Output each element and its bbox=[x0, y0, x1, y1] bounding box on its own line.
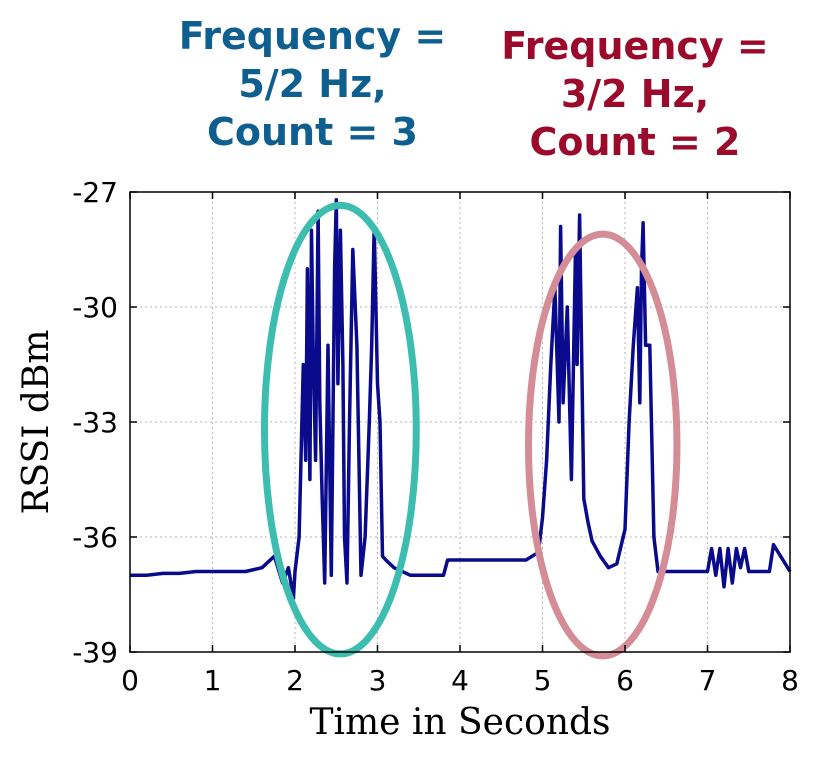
series-layer bbox=[130, 197, 792, 601]
y-tick-label: -30 bbox=[72, 291, 118, 324]
annotation-right: Frequency = 3/2 Hz, Count = 2 bbox=[485, 22, 785, 166]
annotation-right-line-2: 3/2 Hz, bbox=[560, 72, 710, 116]
x-tick-label: 6 bbox=[616, 664, 634, 697]
y-tick-label: -27 bbox=[72, 176, 118, 209]
x-tick-label: 3 bbox=[369, 664, 387, 697]
highlight-layer bbox=[260, 201, 681, 660]
y-tick-label: -33 bbox=[72, 406, 118, 439]
y-tick-label: -36 bbox=[72, 521, 118, 554]
annotation-right-line-3: Count = 2 bbox=[529, 120, 741, 164]
annotation-left-line-2: 5/2 Hz, bbox=[238, 62, 387, 106]
highlight-ellipse-right bbox=[524, 230, 681, 660]
annotation-right-line-1: Frequency = bbox=[501, 24, 769, 68]
x-axis-title: Time in Seconds bbox=[309, 702, 610, 743]
annotation-left-line-3: Count = 3 bbox=[206, 110, 418, 154]
x-tick-label: 0 bbox=[121, 664, 139, 697]
tick-layer: 0 1 2 3 4 5 6 7 8 -27 -30 -33 -36 -39 bbox=[72, 176, 799, 697]
annotation-left: Frequency = 5/2 Hz, Count = 3 bbox=[165, 12, 460, 156]
x-tick-label: 4 bbox=[451, 664, 469, 697]
x-tick-label: 8 bbox=[781, 664, 799, 697]
grid bbox=[130, 192, 790, 652]
x-tick-label: 7 bbox=[699, 664, 717, 697]
y-axis-title: RSSI dBm bbox=[16, 329, 57, 514]
x-tick-label: 1 bbox=[204, 664, 222, 697]
y-tick-label: -39 bbox=[72, 636, 118, 669]
highlight-ellipse-left bbox=[260, 201, 420, 658]
rssi-series-line bbox=[130, 197, 792, 601]
x-tick-label: 2 bbox=[286, 664, 304, 697]
annotation-left-line-1: Frequency = bbox=[178, 14, 447, 58]
x-tick-label: 5 bbox=[534, 664, 552, 697]
